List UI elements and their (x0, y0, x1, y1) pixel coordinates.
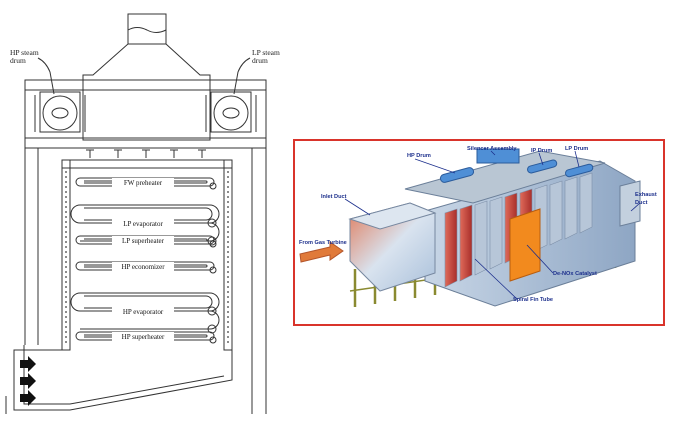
gas-inlet-arrows (20, 356, 36, 406)
tube-module (489, 196, 503, 270)
section-label: LP superheater (122, 237, 165, 245)
section-label: FW preheater (124, 179, 163, 187)
outer-frame (24, 79, 267, 91)
hrsg-3d-illustration-frame: HP Drum Silencer Assembly IP Drum LP Dru… (293, 139, 665, 326)
tube-module (474, 200, 488, 276)
label-hp-drum: HP Drum (407, 153, 431, 159)
label-denox-catalyst: De-NOx Catalyst (553, 271, 597, 277)
section-label: LP evaporator (123, 220, 163, 228)
exhaust-duct (619, 180, 641, 227)
tube-bundle (70, 292, 220, 334)
tube-module (549, 180, 563, 246)
denox-catalyst (509, 208, 541, 282)
upper-frame (24, 137, 267, 149)
label-from-gas-turbine: From Gas Turbine (299, 240, 347, 246)
tube-bundle (75, 331, 217, 344)
tube-module (564, 176, 578, 240)
section-label: HP economizer (121, 263, 165, 271)
lp-steam-drum (205, 91, 257, 133)
label-spiral-fin-tube: Spiral Fin Tube (513, 297, 553, 303)
section-label: HP evaporator (123, 308, 164, 316)
label-silencer-assembly: Silencer Assembly (467, 146, 517, 152)
stack (127, 13, 167, 45)
gas-flow-arrow (299, 241, 344, 263)
tube-module (444, 208, 458, 288)
tube-bundle (75, 261, 217, 274)
label-lp-drum: LP Drum (565, 146, 588, 152)
label-inlet-duct: Inlet Duct (321, 194, 347, 200)
tube-bundle (75, 235, 217, 248)
tube-module (579, 172, 593, 234)
tube-module (459, 204, 473, 282)
label-ip-drum: IP Drum (531, 148, 552, 154)
header-nozzles (86, 149, 206, 158)
boiler-casing (13, 159, 233, 411)
section-label: HP superheater (122, 333, 165, 341)
ip-drum (527, 159, 558, 174)
silencer-assembly (476, 148, 520, 164)
stack-break-line (127, 27, 167, 33)
hp-drum (439, 167, 475, 183)
hrsg-3d-illustration: HP Drum Silencer Assembly IP Drum LP Dru… (299, 146, 657, 307)
lp-drum (564, 163, 594, 178)
tube-bundle (70, 204, 220, 246)
hood (82, 43, 211, 141)
hp-steam-drum (34, 91, 86, 133)
tube-bundle (75, 177, 217, 190)
leader-lines (344, 150, 641, 300)
casing-insulation (65, 171, 229, 343)
